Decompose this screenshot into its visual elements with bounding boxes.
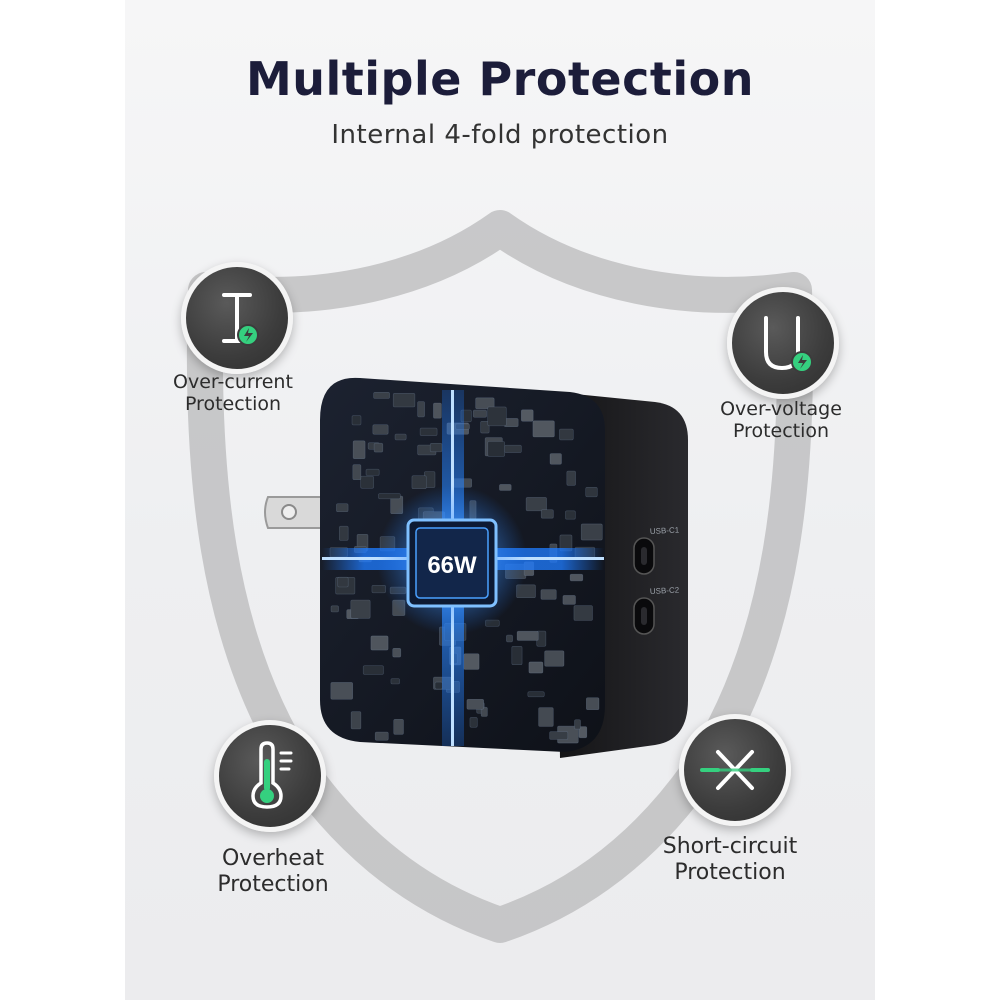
circuit-component xyxy=(527,691,545,698)
circuit-component xyxy=(352,464,362,481)
chip-label: 66W xyxy=(427,552,477,579)
circuit-component xyxy=(365,468,380,476)
circuit-component xyxy=(578,726,588,739)
circuit-component xyxy=(565,510,576,520)
circuit-component xyxy=(417,401,425,418)
circuit-component xyxy=(434,681,443,690)
circuit-component xyxy=(511,645,523,665)
circuit-component xyxy=(569,573,584,582)
circuit-component xyxy=(506,634,513,643)
circuit-component xyxy=(360,475,375,489)
circuit-component xyxy=(540,509,554,519)
circuit-component xyxy=(559,428,574,441)
over-current-badge xyxy=(181,262,293,374)
circuit-component xyxy=(580,523,603,541)
circuit-component xyxy=(394,433,407,441)
circuit-component xyxy=(480,420,490,434)
circuit-component xyxy=(466,698,484,710)
circuit-component xyxy=(330,605,339,613)
circuit-component xyxy=(463,653,480,670)
circuit-component xyxy=(338,525,349,541)
over-current-label: Over-current Protection xyxy=(148,371,318,415)
plug-prong xyxy=(264,496,331,529)
circuit-component xyxy=(487,406,507,427)
over-voltage-badge xyxy=(727,287,839,399)
circuit-component xyxy=(540,589,557,600)
circuit-component xyxy=(351,415,362,426)
circuit-component xyxy=(411,475,427,490)
feature-line2: Protection xyxy=(217,872,329,897)
circuit-component xyxy=(562,595,576,605)
usb-c-port-2: USB-C2 xyxy=(633,585,680,635)
feature-line1: Over-voltage xyxy=(720,398,842,420)
circuit-component xyxy=(373,442,384,453)
circuit-component xyxy=(350,711,362,730)
circuit-component xyxy=(378,493,401,500)
feature-line2: Protection xyxy=(184,393,282,415)
circuit-component xyxy=(528,661,544,674)
circuit-component xyxy=(392,647,402,658)
circuit-component xyxy=(352,440,366,459)
circuit-component xyxy=(330,682,353,700)
circuit-component xyxy=(573,605,593,621)
circuit-component xyxy=(429,442,443,453)
circuit-component xyxy=(525,497,547,512)
circuit-component xyxy=(336,503,349,513)
circuit-component xyxy=(372,424,389,435)
circuit-component xyxy=(516,630,539,641)
overheat-badge xyxy=(214,720,326,832)
circuit-component xyxy=(499,484,512,491)
circuit-component xyxy=(487,441,505,457)
chip-66w: 66W xyxy=(406,518,498,608)
thermometer-icon xyxy=(251,741,293,809)
circuit-component xyxy=(390,678,400,685)
circuit-component xyxy=(504,444,522,453)
feature-line2: Protection xyxy=(674,860,786,885)
circuit-component xyxy=(350,599,371,619)
feature-line1: Short-circuit xyxy=(662,834,798,859)
overheat-label: Overheat Protection xyxy=(188,846,358,898)
circuit-component xyxy=(469,717,478,728)
circuit-component xyxy=(373,391,390,399)
circuit-component xyxy=(419,427,438,436)
circuit-component xyxy=(566,470,576,486)
circuit-component xyxy=(574,719,581,730)
short-circuit-icon xyxy=(700,750,770,790)
circuit-component xyxy=(520,409,534,422)
short-circuit-label: Short-circuit Protection xyxy=(630,834,830,886)
circuit-component xyxy=(544,650,565,667)
circuit-component xyxy=(393,718,404,735)
circuit-component xyxy=(472,409,487,418)
circuit-component xyxy=(549,453,562,465)
circuit-component xyxy=(433,402,442,419)
over-voltage-label: Over-voltage Protection xyxy=(696,398,866,442)
feature-line1: Over-current xyxy=(173,371,293,393)
port-1-label: USB-C1 xyxy=(650,525,680,536)
port-2-label: USB-C2 xyxy=(650,585,680,596)
circuit-component xyxy=(374,731,389,741)
usb-c-port-1: USB-C1 xyxy=(633,525,680,575)
circuit-component xyxy=(370,635,389,651)
circuit-component xyxy=(532,420,555,438)
circuit-component xyxy=(392,392,416,408)
short-circuit-badge xyxy=(679,714,791,826)
circuit-component xyxy=(549,731,569,740)
page-title: Multiple Protection xyxy=(245,52,755,106)
circuit-component xyxy=(585,486,598,498)
page-subtitle: Internal 4-fold protection xyxy=(331,120,669,150)
feature-line1: Overheat xyxy=(221,846,325,871)
over-voltage-icon xyxy=(764,316,813,373)
circuit-component xyxy=(538,707,554,727)
over-current-icon xyxy=(222,293,259,346)
circuit-component xyxy=(337,576,349,588)
circuit-component xyxy=(362,665,384,675)
circuit-component xyxy=(480,706,488,717)
feature-line2: Protection xyxy=(732,420,830,442)
circuit-component xyxy=(475,397,495,410)
circuit-component xyxy=(585,697,600,711)
